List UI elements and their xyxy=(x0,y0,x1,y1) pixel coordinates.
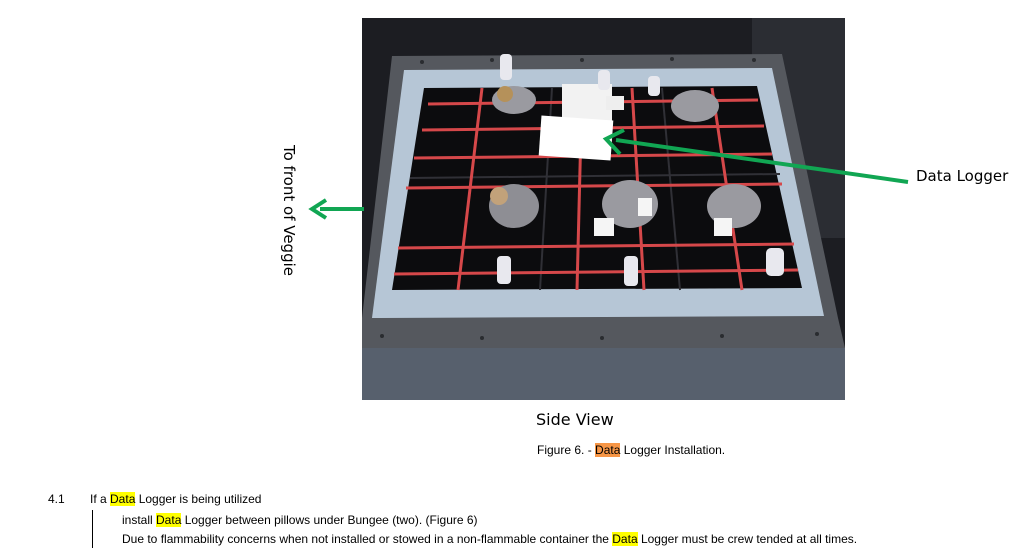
step-indent-bar xyxy=(92,510,93,548)
arrow-icon xyxy=(308,198,364,220)
line1-prefix: install xyxy=(122,513,157,527)
arrow-icon xyxy=(602,128,909,184)
data-logger-callout: Data Logger xyxy=(916,167,1009,185)
step-line-warning: Due to flammability concerns when not in… xyxy=(122,532,857,546)
veggie-pillows-photo xyxy=(362,18,845,400)
step-number: 4.1 xyxy=(48,492,65,506)
line1-suffix: Logger between pillows under Bungee (two… xyxy=(181,513,478,527)
step-heading-prefix: If a xyxy=(90,492,111,506)
step-line-install: install Data Logger between pillows unde… xyxy=(122,513,478,527)
line2-prefix: Due to flammability concerns when not in… xyxy=(122,532,613,546)
line1-highlight: Data xyxy=(156,513,182,527)
caption-prefix: Figure 6. - xyxy=(537,443,596,457)
step-heading: If a Data Logger is being utilized xyxy=(90,492,261,506)
caption-suffix: Logger Installation. xyxy=(620,443,726,457)
line2-highlight: Data xyxy=(612,532,638,546)
view-title: Side View xyxy=(536,410,614,429)
step-heading-suffix: Logger is being utilized xyxy=(135,492,262,506)
figure-caption: Figure 6. - Data Logger Installation. xyxy=(537,443,725,457)
front-direction-label: To front of Veggie xyxy=(280,145,298,277)
figure-photo xyxy=(362,18,845,400)
step-heading-highlight: Data xyxy=(110,492,136,506)
line2-suffix: Logger must be crew tended at all times. xyxy=(637,532,858,546)
caption-highlight: Data xyxy=(595,443,621,457)
